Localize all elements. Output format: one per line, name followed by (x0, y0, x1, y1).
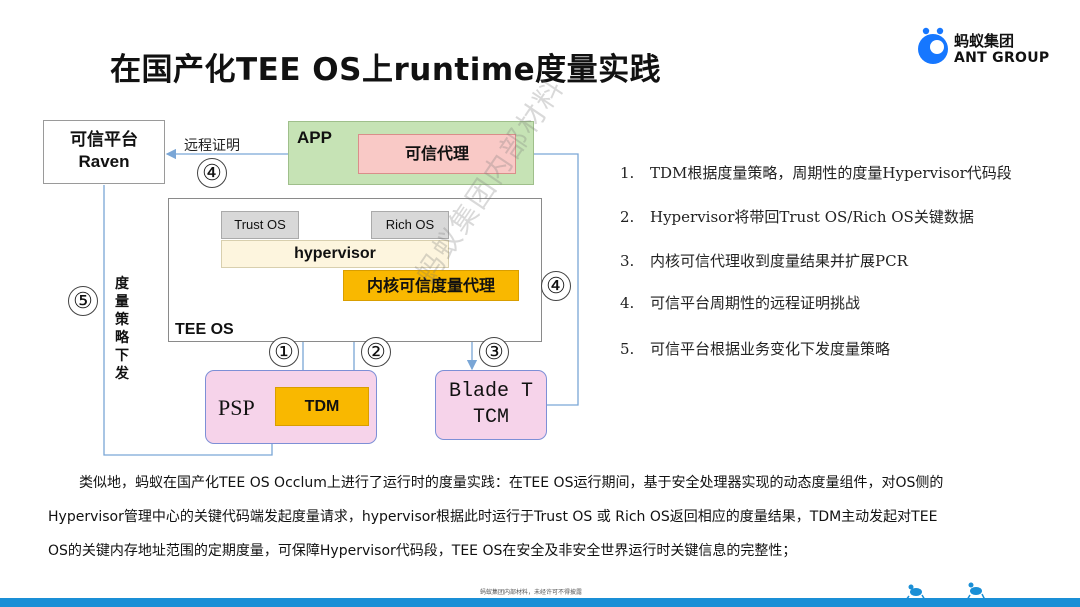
description-paragraph: 类似地，蚂蚁在国产化TEE OS Occlum上进行了运行时的度量实践：在TEE… (48, 466, 1048, 568)
ant-logo-icon (918, 27, 948, 64)
ant-mascot-icon (905, 582, 986, 600)
raven-title: 可信平台 (70, 130, 138, 150)
step-text: Hypervisor将带回Trust OS/Rich OS关键数据 (650, 208, 974, 226)
step-item: 2. Hypervisor将带回Trust OS/Rich OS关键数据 (620, 206, 974, 227)
step-text: 可信平台根据业务变化下发度量策略 (650, 340, 891, 358)
step-number: 1. (620, 164, 635, 182)
step-text: 内核可信代理收到度量结果并扩展PCR (650, 252, 908, 270)
step-number: 5. (620, 340, 635, 358)
policy-distribution-label: 度量策略下发 (115, 276, 129, 382)
hypervisor-box: hypervisor (221, 240, 449, 268)
slide-title: 在国产化TEE OS上runtime度量实践 (110, 52, 662, 88)
raven-name: Raven (78, 152, 130, 171)
arrow-step4-right (515, 148, 579, 406)
paragraph-line: 类似地，蚂蚁在国产化TEE OS Occlum上进行了运行时的度量实践：在TEE… (79, 475, 944, 491)
footer-confidential-note: 蚂蚁集团内部材料，未经许可不得披露 (480, 589, 583, 596)
trusted-platform-raven: 可信平台 Raven (43, 120, 165, 184)
step-item: 3. 内核可信代理收到度量结果并扩展PCR (620, 250, 908, 271)
step-number: 4. (620, 294, 635, 312)
step-4-circle-left: ④ (197, 158, 227, 188)
tee-os-label: TEE OS (175, 321, 234, 338)
step-number: 3. (620, 252, 635, 270)
tcm-label: TCM (472, 406, 509, 429)
step-5-circle: ⑤ (68, 286, 98, 316)
logo-text-en: ANT GROUP (954, 50, 1050, 66)
step-text: 可信平台周期性的远程证明挑战 (650, 294, 861, 312)
ant-group-logo: 蚂蚁集团 ANT GROUP (914, 24, 1054, 70)
trusted-agent-box: 可信代理 (358, 134, 516, 174)
paragraph-line: OS的关键内存地址范围的定期度量，可保障Hypervisor代码段，TEE OS… (48, 543, 797, 559)
tdm-box: TDM (275, 387, 369, 426)
logo-text-cn: 蚂蚁集团 (954, 32, 1015, 50)
rich-os-box: Rich OS (371, 211, 449, 239)
psp-label: PSP (218, 395, 255, 420)
step-1-circle: ① (269, 337, 299, 367)
step-number: 2. (620, 208, 635, 226)
step-text: TDM根据度量策略，周期性的度量Hypervisor代码段 (650, 164, 1012, 182)
bottom-bar (0, 598, 1080, 607)
blade-tcm-box: Blade T TCM (435, 370, 547, 440)
remote-attest-label: 远程证明 (184, 138, 240, 154)
step-item: 5. 可信平台根据业务变化下发度量策略 (620, 338, 890, 359)
kernel-trust-agent-box: 内核可信度量代理 (343, 270, 519, 301)
paragraph-line: Hypervisor管理中心的关键代码端发起度量请求，hypervisor根据此… (48, 509, 938, 525)
step-item: 4. 可信平台周期性的远程证明挑战 (620, 292, 860, 313)
step-2-circle: ② (361, 337, 391, 367)
trust-os-box: Trust OS (221, 211, 299, 239)
blade-label: Blade T (448, 380, 533, 403)
step-4-circle-right: ④ (541, 271, 571, 301)
app-label: APP (297, 128, 332, 147)
step-3-circle: ③ (479, 337, 509, 367)
step-item: 1. TDM根据度量策略，周期性的度量Hypervisor代码段 (620, 162, 1012, 183)
